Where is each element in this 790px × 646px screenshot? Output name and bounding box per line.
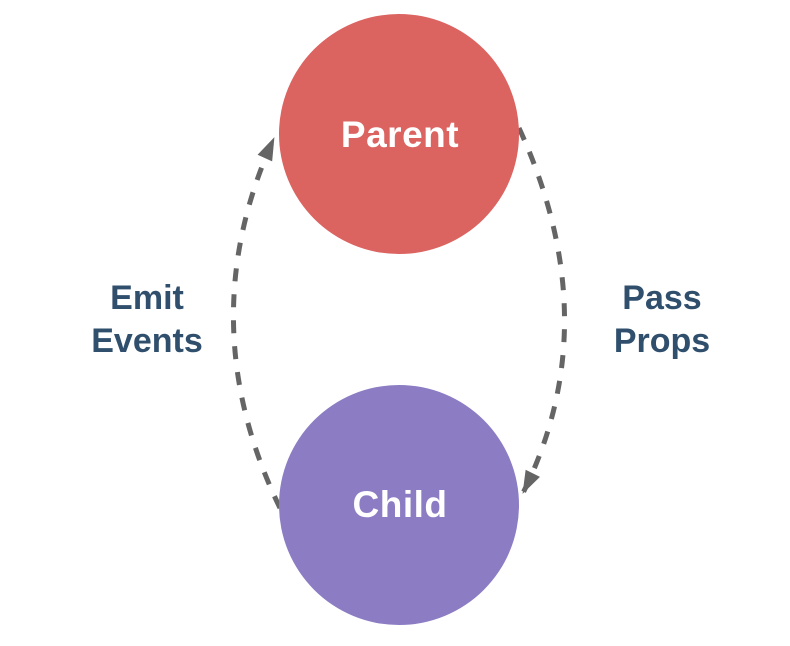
parent-node-circle: [279, 14, 519, 254]
pass-props-arrow: [516, 126, 567, 495]
emit-events-label: Emit Events: [91, 279, 203, 360]
parent-node-label: Parent: [340, 114, 460, 155]
child-node-label: Child: [352, 484, 448, 525]
emit-events-arrow: [231, 136, 283, 510]
pass-props-label: Pass Props: [613, 279, 711, 360]
child-node-circle: [279, 385, 519, 625]
